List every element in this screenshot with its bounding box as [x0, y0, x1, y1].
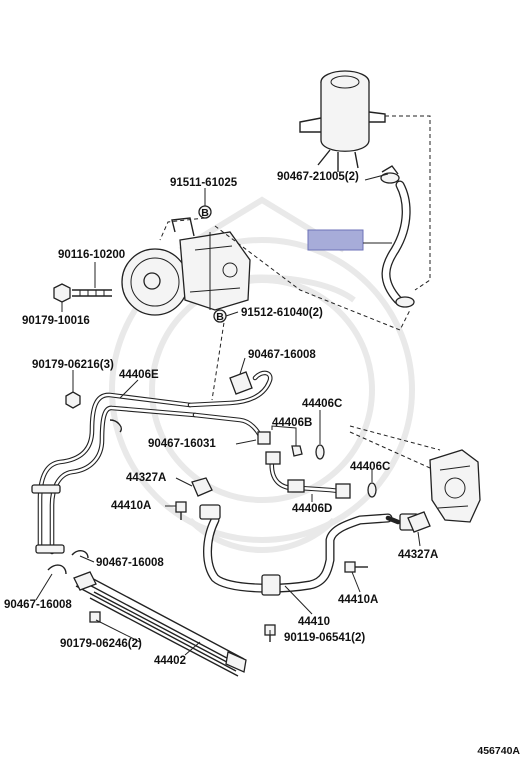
tube-44406D[interactable] — [265, 451, 351, 499]
hose-clamp-left-a[interactable] — [31, 484, 61, 494]
label-90119-06541[interactable]: 90119-06541(2) — [284, 632, 365, 644]
label-44406C-lower[interactable]: 44406C — [350, 461, 390, 473]
label-44410A-right[interactable]: 44410A — [338, 594, 378, 606]
gasket-44406C-upper[interactable] — [315, 444, 325, 460]
label-90467-16008-low[interactable]: 90467-16008 — [4, 599, 72, 611]
bolt-90179-06246[interactable] — [89, 611, 101, 623]
bolt-mark-b-bottom[interactable]: B — [213, 309, 227, 323]
label-90467-16008-upper[interactable]: 90467-16008 — [248, 349, 316, 361]
clip-90467-21005[interactable] — [381, 165, 399, 175]
hose-clamp-90467-16008-low[interactable] — [47, 564, 67, 575]
label-44402[interactable]: 44402 — [154, 655, 186, 667]
pump-bolt-dashed-line-b — [211, 315, 226, 401]
bracket-44327A-left[interactable] — [191, 477, 213, 497]
clamp-90467-16008-upper[interactable] — [229, 371, 253, 395]
label-91511-61025[interactable]: 91511-61025 — [170, 177, 238, 189]
pressure-line-44406E-upper[interactable] — [187, 370, 273, 443]
reservoir-mount-dashed-line — [385, 115, 431, 291]
bolt-44410A-right[interactable] — [344, 561, 368, 573]
bolt-mark-b-top[interactable]: B — [198, 205, 212, 219]
label-44406E[interactable]: 44406E — [119, 369, 159, 381]
label-44327A-right[interactable]: 44327A — [398, 549, 438, 561]
label-44410[interactable]: 44410 — [298, 616, 330, 628]
reservoir-tank[interactable] — [299, 70, 386, 172]
bracket-44327A-right[interactable] — [407, 511, 431, 533]
label-90467-16031[interactable]: 90467-16031 — [148, 438, 216, 450]
svg-text:B: B — [201, 207, 209, 219]
watermark-emblem — [109, 196, 415, 553]
svg-text:B: B — [216, 311, 224, 323]
label-90467-16008-mid[interactable]: 90467-16008 — [96, 557, 164, 569]
hose-clamp-90467-16008-mid[interactable] — [71, 550, 89, 559]
clamp-90467-16031[interactable] — [257, 431, 271, 445]
nut-90179-10016[interactable] — [53, 283, 71, 303]
return-hose[interactable] — [380, 172, 415, 308]
leader-lines — [35, 173, 421, 656]
nut-90179-06216[interactable] — [65, 391, 81, 409]
label-90179-06246[interactable]: 90179-06246(2) — [60, 638, 142, 650]
label-91512-61040[interactable]: 91512-61040(2) — [241, 307, 323, 319]
label-44406D[interactable]: 44406D — [292, 503, 332, 515]
label-44327A-left[interactable]: 44327A — [126, 472, 166, 484]
steering-gear-housing[interactable] — [349, 425, 481, 523]
label-44410A-left[interactable]: 44410A — [111, 500, 151, 512]
pump-bolt-dashed-line-a — [159, 217, 411, 331]
gasket-44406B[interactable] — [291, 445, 303, 457]
label-44406C-upper[interactable]: 44406C — [302, 398, 342, 410]
gasket-44406C-lower[interactable] — [367, 482, 377, 498]
hose-bracket-upper[interactable] — [199, 504, 221, 520]
figure-number: 456740A — [477, 745, 520, 757]
pressure-hose-44410[interactable] — [203, 513, 401, 593]
bolt-44410A-left[interactable] — [175, 501, 187, 520]
stud-bolt[interactable] — [72, 289, 112, 297]
hose-bracket-lower[interactable] — [261, 574, 281, 596]
label-90179-06216[interactable]: 90179-06216(3) — [32, 359, 114, 371]
oil-cooler-44402[interactable] — [73, 571, 247, 677]
label-90467-21005[interactable]: 90467-21005(2) — [277, 171, 359, 183]
power-steering-pump[interactable] — [121, 217, 251, 316]
highlight-box[interactable] — [307, 229, 364, 251]
label-44406B[interactable]: 44406B — [272, 417, 312, 429]
hose-clamp-left-b[interactable] — [35, 544, 65, 554]
label-90179-10016[interactable]: 90179-10016 — [22, 315, 90, 327]
label-90116-10200[interactable]: 90116-10200 — [58, 249, 125, 261]
